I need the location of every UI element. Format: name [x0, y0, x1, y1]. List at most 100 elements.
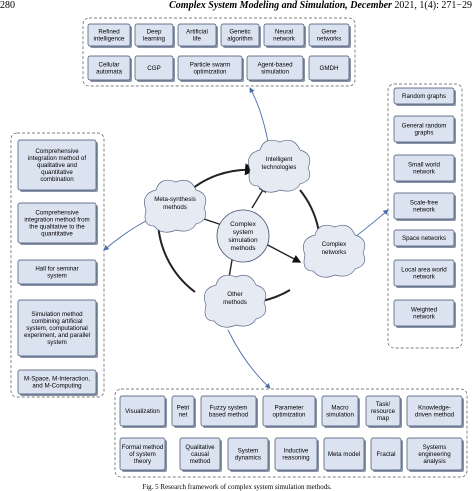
bottom-box-label-line: theory	[134, 458, 152, 465]
bottom-box-label-line: Petri	[177, 405, 190, 412]
hub-networks-label-line: networks	[322, 249, 347, 256]
bottom-cluster-frame	[114, 388, 468, 478]
right-box-label-line: Scale-free	[410, 200, 439, 207]
top-box-label-line: network	[273, 36, 296, 43]
top-box-label-line: Agent-based	[257, 62, 293, 69]
bottom-box-label-line: analysis	[423, 458, 445, 465]
top-box-label-line: Cellular	[99, 62, 120, 69]
arrow-other-to-bottom	[227, 329, 271, 389]
left-box-label-line: integration method of	[28, 155, 86, 162]
figure-caption: Fig. 5 Research framework of complex sys…	[142, 483, 332, 491]
link-center-networks	[261, 241, 302, 263]
left-box-label-line: Simulation method	[31, 311, 83, 318]
bottom-box-label-line: driven method	[415, 412, 455, 419]
center-label-line: Complex	[230, 221, 256, 228]
bottom-box: Knowledge-driven method	[406, 395, 464, 428]
bottom-box-label-line: Formal method	[122, 444, 164, 451]
top-box-label-line: learning	[143, 36, 166, 43]
left-box-label-line: system	[47, 273, 67, 280]
right-box-label-line: graphs	[415, 130, 434, 137]
bottom-box-label-line: reasoning	[282, 455, 310, 462]
left-box-label-line: combining artificial	[32, 318, 83, 325]
right-box-label-line: General random	[402, 123, 447, 130]
left-box-label-line: experiment, and parallel	[24, 332, 90, 339]
bottom-box-label-line: Parameter	[275, 405, 304, 412]
bottom-box-label-line: Qualitative	[185, 444, 215, 451]
left-box-label-line: Comprehensive	[35, 210, 79, 217]
top-box-label-line: life	[193, 36, 201, 43]
page-number: 280	[0, 0, 15, 11]
top-cluster-frame	[82, 17, 356, 87]
method-boxes: RefinedintelligenceDeeplearningArtificia…	[17, 23, 464, 472]
left-box-label-line: and M-Computing	[32, 383, 82, 390]
top-box-label-line: algorithm	[227, 36, 252, 43]
left-box-label-line: the qualitative to the	[29, 224, 85, 231]
center-node	[216, 209, 270, 263]
left-box-label-line: M-Space, M-Interaction,	[24, 376, 90, 383]
arrow-intelligent-to-top	[249, 87, 269, 143]
center-label-line: system	[233, 229, 254, 236]
center-label-line: methods	[231, 245, 257, 252]
bottom-box-label-line: engineering	[418, 451, 451, 458]
center-label-line: simulation	[228, 237, 258, 244]
left-cluster-frame	[10, 132, 105, 398]
bottom-box-label-line: based method	[209, 412, 249, 419]
bottom-box-label-line: System	[238, 448, 259, 455]
bottom-box-label-line: map	[377, 415, 390, 422]
bottom-box-label-line: causal	[191, 451, 209, 458]
bottom-box-label-line: Task/	[376, 401, 391, 408]
right-box-label-line: Local area world	[401, 267, 447, 274]
bottom-box-label-line: Macro	[331, 405, 349, 412]
journal-name: Complex System Modeling and Simulation, …	[169, 0, 392, 11]
bottom-box-label-line: Knowledge-	[418, 405, 451, 412]
right-box-label-line: Space networks	[402, 235, 446, 242]
left-box-label-line: quantitative	[41, 231, 73, 238]
top-box-label-line: intelligence	[94, 36, 126, 43]
right-box-label-line: network	[413, 169, 436, 176]
top-box-label-line: networks	[317, 36, 342, 43]
top-box: GMDH	[308, 55, 351, 82]
top-box-label-line: Particle swarm	[190, 62, 231, 69]
arrow-meta-to-left	[103, 219, 149, 251]
top-box-label-line: Neural	[275, 29, 293, 36]
right-cluster-frame	[387, 83, 463, 349]
bottom-box-label-line: method	[190, 458, 211, 465]
top-box-label-line: Refined	[98, 29, 120, 36]
right-box-label-line: Small world	[408, 162, 441, 169]
left-box: M-Space, M-Interaction,and M-Computing	[17, 369, 98, 396]
left-box-label-line: qualitative and	[37, 162, 77, 169]
hub-other-label-line: Other	[227, 291, 242, 298]
right-box-label-line: network	[413, 314, 436, 321]
bottom-box-label-line: optimization	[272, 412, 306, 419]
bottom-box: Visualization	[119, 395, 167, 428]
bottom-box: Meta model	[323, 437, 366, 472]
hub-intelligent-label-line: Intelligent	[266, 156, 293, 163]
bottom-box-label-line: Fuzzy system	[210, 405, 248, 412]
hub-meta-label-line: Meta-synthesis	[154, 196, 196, 203]
journal-issue: 2021, 1(4): 271−29	[394, 0, 472, 11]
left-box-label-line: system, computational	[26, 325, 88, 332]
journal-citation: Complex System Modeling and Simulation, …	[169, 0, 472, 11]
bottom-box-label-line: Fractal	[377, 451, 396, 458]
